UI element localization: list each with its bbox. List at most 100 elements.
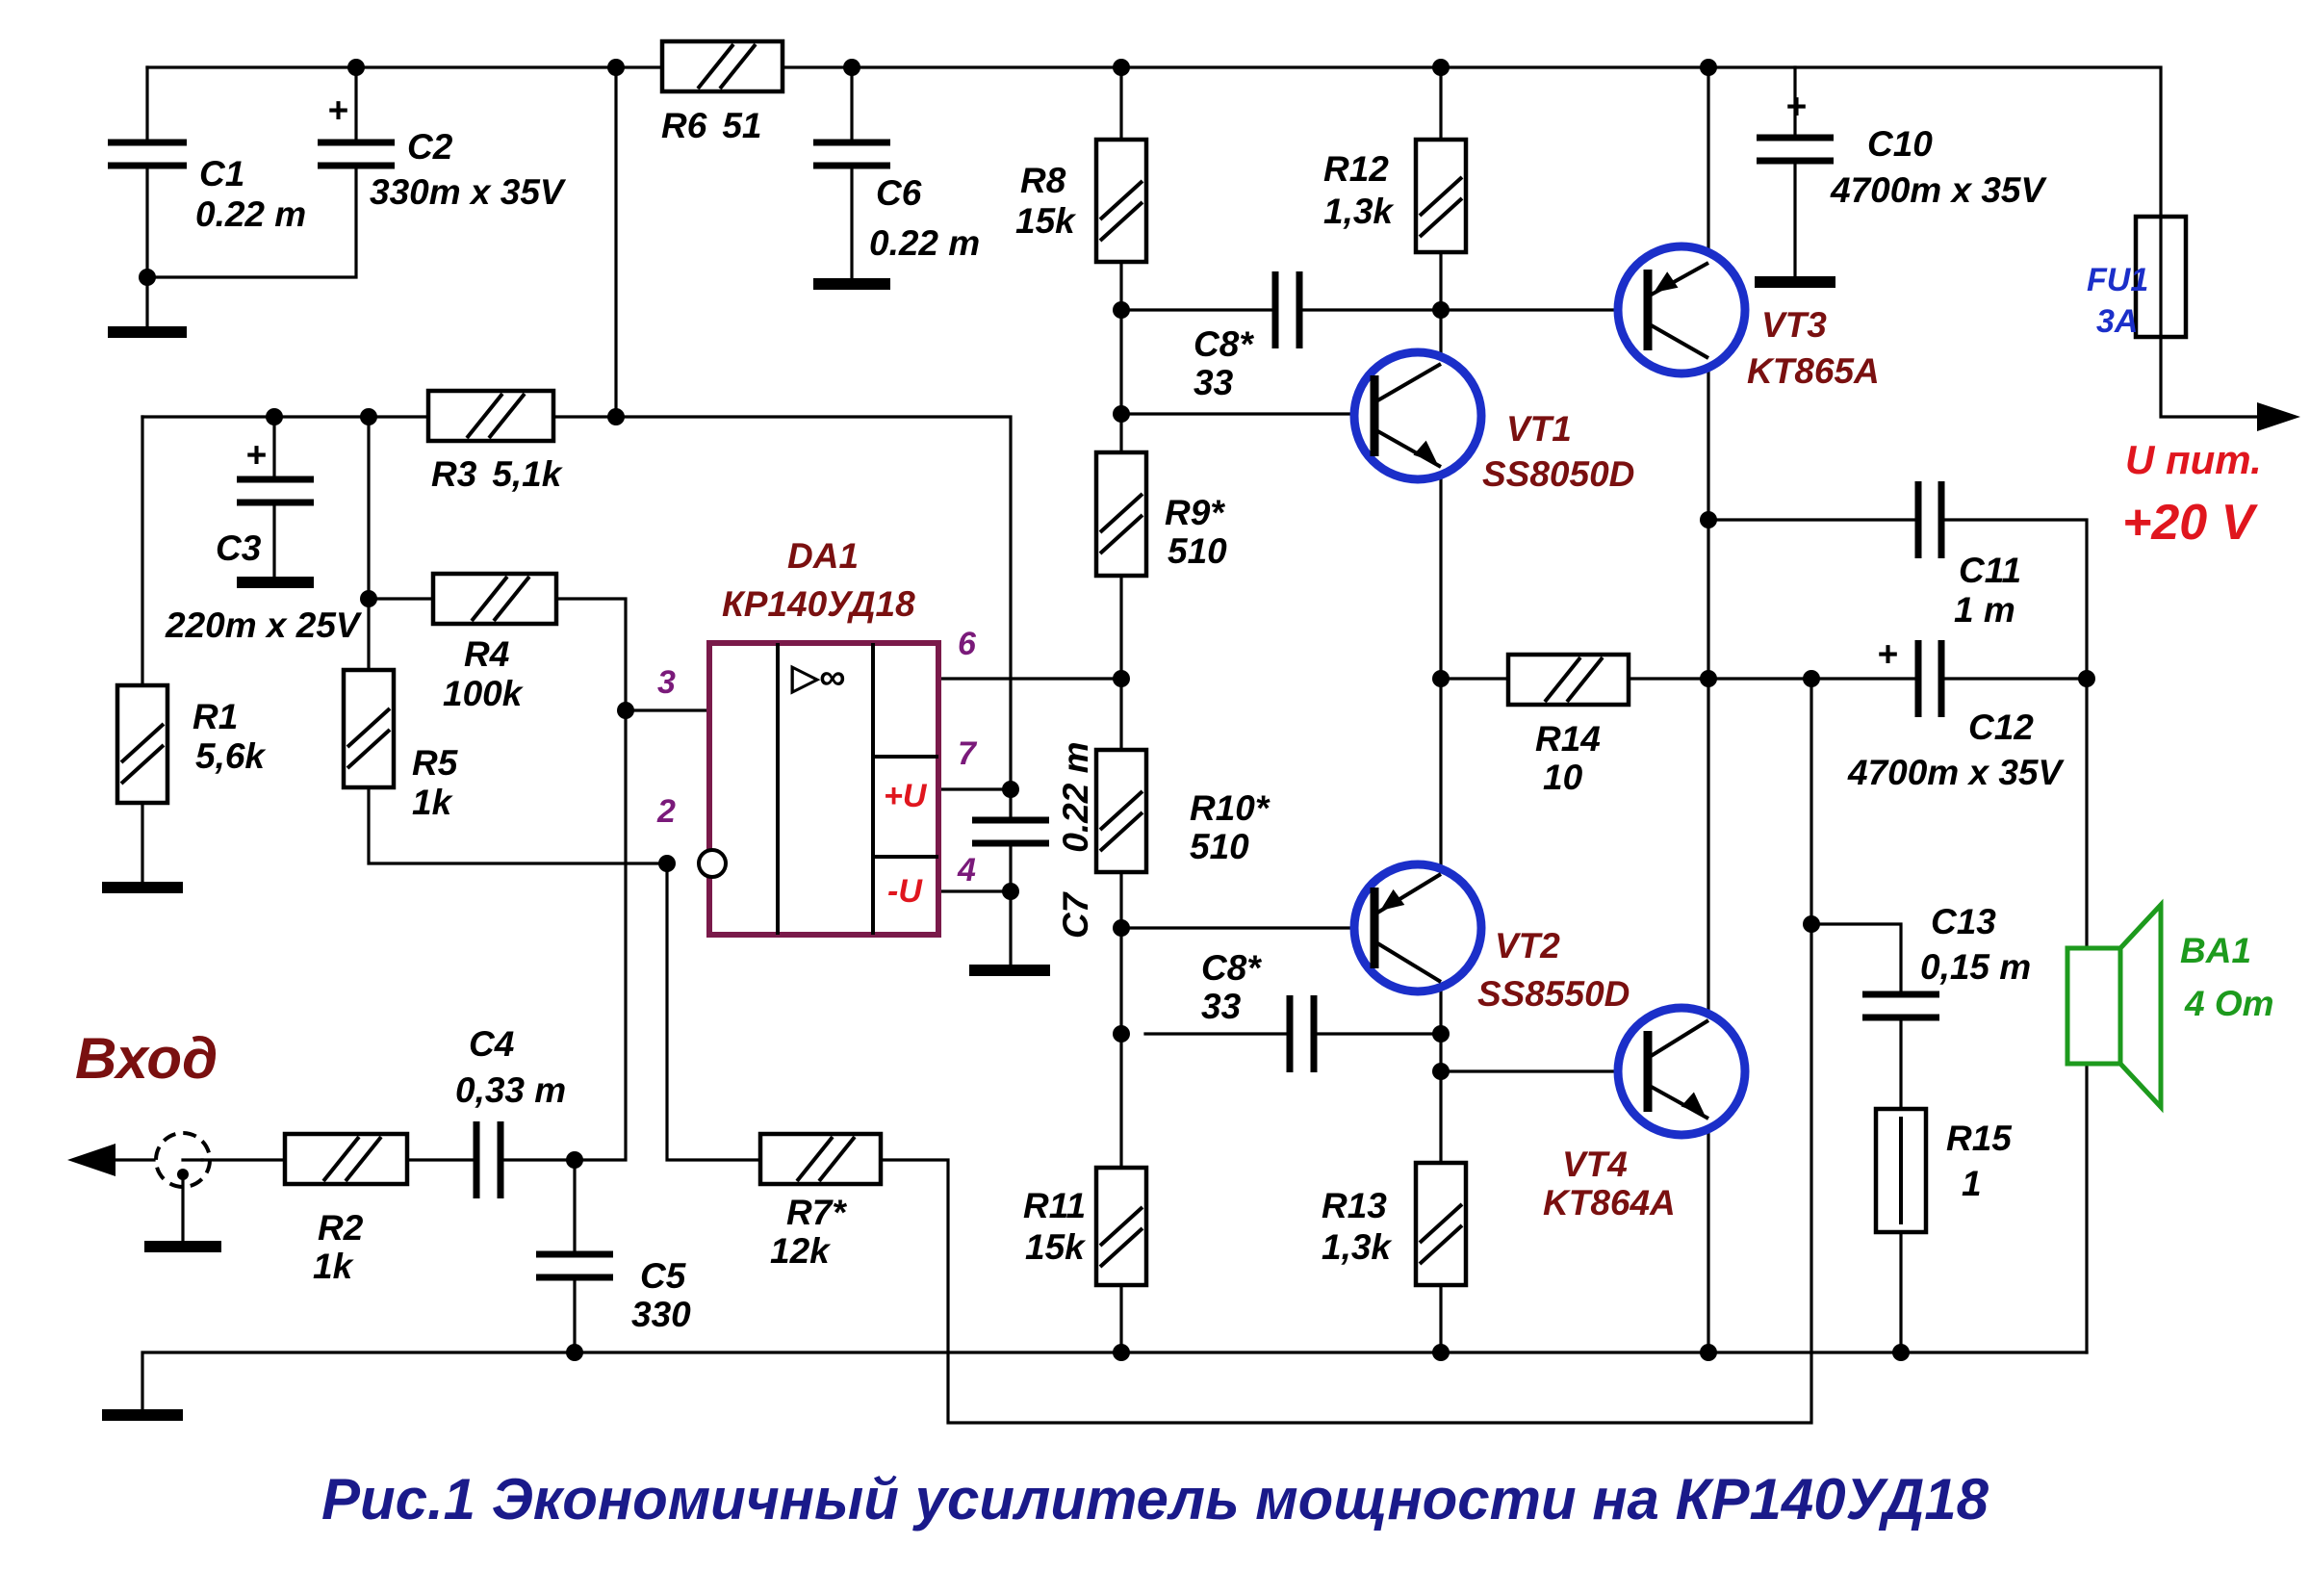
label-r15-value: 1 xyxy=(1962,1164,1982,1203)
capacitor-c13 xyxy=(1862,991,1939,1021)
junction-dot xyxy=(1113,1025,1130,1043)
label-vt4-ref: VT4 xyxy=(1562,1145,1628,1184)
capacitor-c7 xyxy=(972,816,1049,847)
label-c10-ref: C10 xyxy=(1867,124,1933,164)
label-c1-value: 0.22 m xyxy=(195,194,306,234)
junction-dot xyxy=(617,702,634,719)
label-c2-value: 330m x 35V xyxy=(370,172,567,212)
label-r5-value: 1k xyxy=(412,783,454,822)
opamp-pin-2: 2 xyxy=(656,793,676,830)
transistor-body xyxy=(1349,860,1486,996)
fuse-fu1 xyxy=(2133,214,2189,340)
label-r8-ref: R8 xyxy=(1020,161,1066,200)
resistor-r12 xyxy=(1413,137,1469,255)
label-r12-value: 1,3k xyxy=(1323,192,1395,231)
junction-dot xyxy=(139,269,156,286)
wire-c11 xyxy=(1707,518,2089,681)
junction-dot xyxy=(1432,1025,1450,1043)
label-ba1-value: 4 Om xyxy=(2184,984,2274,1023)
resistor-r11 xyxy=(1093,1165,1149,1288)
resistor-r14 xyxy=(1505,652,1631,708)
junction-dot xyxy=(266,408,283,425)
junction-dot xyxy=(2078,670,2095,687)
label-vt4-part: KT864A xyxy=(1543,1183,1676,1223)
transistor-lead-bottom xyxy=(1373,940,1443,984)
resistor-r3 xyxy=(425,388,556,444)
capacitor-c11 xyxy=(1914,481,1945,558)
junction-dot xyxy=(607,59,625,76)
transistor-emitter-arrow xyxy=(1654,271,1679,293)
wire-r3-row xyxy=(141,415,1013,791)
transistor-lead-bottom xyxy=(1647,322,1709,360)
label-c4-ref: C4 xyxy=(469,1024,514,1064)
label-vt2-part: SS8550D xyxy=(1477,974,1630,1014)
resistor-r4 xyxy=(430,571,559,627)
label-r13-ref: R13 xyxy=(1322,1186,1387,1225)
label-r8-value: 15k xyxy=(1015,201,1077,241)
transistor-lead-top xyxy=(1646,1018,1710,1060)
wire-input xyxy=(200,1158,577,1354)
capacitor-c5 xyxy=(536,1250,613,1281)
label-c7: C70.22 m xyxy=(1056,741,1095,939)
transistor-lead-bottom xyxy=(1647,1083,1709,1120)
capacitor-c4 xyxy=(473,1121,504,1198)
junction-dot xyxy=(347,59,365,76)
c10-plus-sign: + xyxy=(1785,87,1807,126)
label-c5-value: 330 xyxy=(631,1295,691,1334)
resistor-r13 xyxy=(1413,1160,1469,1288)
junction-dot xyxy=(607,408,625,425)
opamp-pin-4: 4 xyxy=(957,852,976,888)
label-r2-ref: R2 xyxy=(318,1208,364,1248)
capacitor-c12 xyxy=(1914,640,1945,717)
junction-dot xyxy=(1113,670,1130,687)
label-r13-value: 1,3k xyxy=(1322,1227,1393,1267)
transistor-emitter-arrow xyxy=(1413,440,1437,463)
label-r2-value: 1k xyxy=(313,1247,355,1286)
label-r4-value: 100k xyxy=(443,674,525,713)
junction-dot xyxy=(1002,781,1019,798)
opamp-symbol: ▷∞ xyxy=(790,657,845,698)
resistor-r10 xyxy=(1093,747,1149,875)
capacitor-c3 xyxy=(237,476,314,506)
label-c4-value: 0,33 m xyxy=(455,1070,566,1110)
label-c13-ref: C13 xyxy=(1931,902,1996,941)
wire-r7-feedback xyxy=(879,677,1813,1425)
label-c8a-value: 33 xyxy=(1194,363,1234,402)
junction-dot xyxy=(1113,1344,1130,1361)
label-c3-ref: C3 xyxy=(216,528,262,568)
label-supply-name: U пит. xyxy=(2125,437,2262,482)
wire-ground-rail xyxy=(141,1351,2089,1417)
junction-dot xyxy=(1432,1063,1450,1080)
junction-dot xyxy=(1113,59,1130,76)
input-arrow xyxy=(67,1144,116,1176)
junction-dot xyxy=(1803,915,1820,933)
junctions xyxy=(139,59,2095,1361)
label-c8b-ref: C8* xyxy=(1201,948,1262,988)
label-c11-ref: C11 xyxy=(1959,551,2021,590)
c12-plus-sign: + xyxy=(1877,634,1898,674)
opamp-pin-7: 7 xyxy=(958,735,978,772)
wire-pin2-r7 xyxy=(665,862,762,1162)
label-r4-ref: R4 xyxy=(464,634,509,674)
label-c6-value: 0.22 m xyxy=(869,223,980,263)
grounds xyxy=(102,276,1835,1421)
label-c8a-ref: C8* xyxy=(1194,324,1254,364)
resistor-r2 xyxy=(282,1131,410,1187)
label-r14-value: 10 xyxy=(1543,758,1583,797)
capacitor-c8b xyxy=(1286,995,1318,1072)
capacitor-c6 xyxy=(813,139,890,169)
transistor-emitter-arrow xyxy=(1380,888,1405,911)
resistor-r9 xyxy=(1093,450,1149,579)
transistor-emitter-arrow xyxy=(1681,1092,1705,1115)
junction-dot xyxy=(1113,405,1130,423)
label-r1-ref: R1 xyxy=(192,697,238,736)
wire-c2 xyxy=(145,65,358,279)
label-c6-ref: C6 xyxy=(876,173,922,213)
junction-dot xyxy=(1700,1344,1717,1361)
resistor-r6 xyxy=(659,39,785,94)
